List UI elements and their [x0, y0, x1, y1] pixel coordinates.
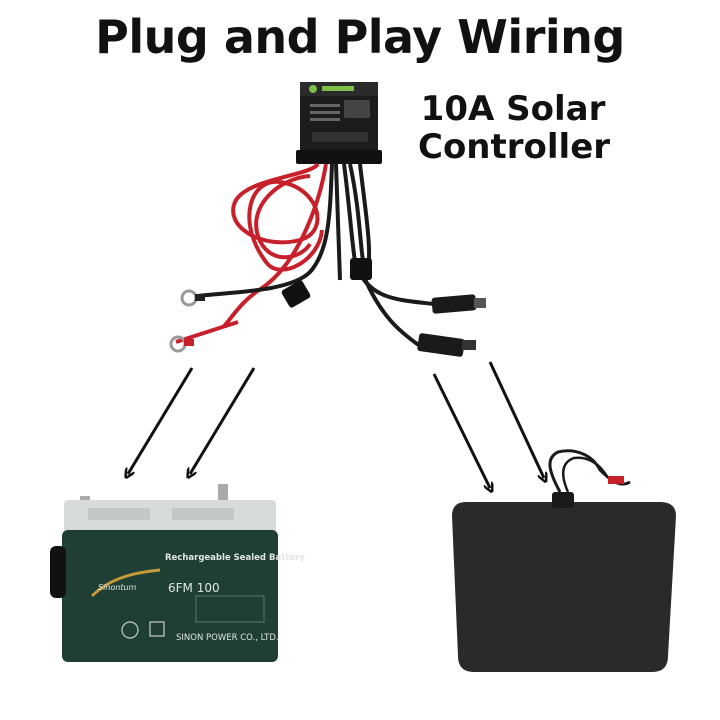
- inline-fuse: [281, 280, 311, 308]
- ring-terminal-black: [180, 289, 205, 307]
- y-splitter: [350, 258, 372, 280]
- solar-panel: [452, 449, 676, 672]
- controller-label: 10A Solar Controller: [418, 89, 611, 167]
- solar-controller: [296, 82, 382, 164]
- diagram-title: Plug and Play Wiring: [95, 10, 625, 64]
- battery-model: 6FM 100: [168, 581, 220, 595]
- battery-black-wire: [197, 163, 342, 298]
- battery-brand: Sinontum: [98, 583, 137, 592]
- battery-header-text: Rechargeable Sealed Battery: [165, 553, 305, 563]
- battery-maker: SINON POWER CO., LTD.: [176, 633, 279, 643]
- arrow-to-panel-left: [432, 373, 490, 488]
- arrow-to-battery-right: [190, 367, 256, 474]
- mc4-connector-1: [431, 294, 486, 314]
- ring-terminal-red: [169, 335, 194, 353]
- battery: Rechargeable Sealed Battery Sinontum 6FM…: [50, 484, 305, 662]
- controller-label-line2: Controller: [418, 127, 611, 167]
- arrow-to-panel-right: [488, 361, 544, 478]
- arrow-to-battery-left: [128, 367, 194, 474]
- battery-red-wire: [175, 162, 328, 344]
- solar-cable-pair: [342, 163, 435, 348]
- controller-label-line1: 10A Solar: [420, 89, 606, 129]
- mc4-connector-2: [417, 333, 476, 357]
